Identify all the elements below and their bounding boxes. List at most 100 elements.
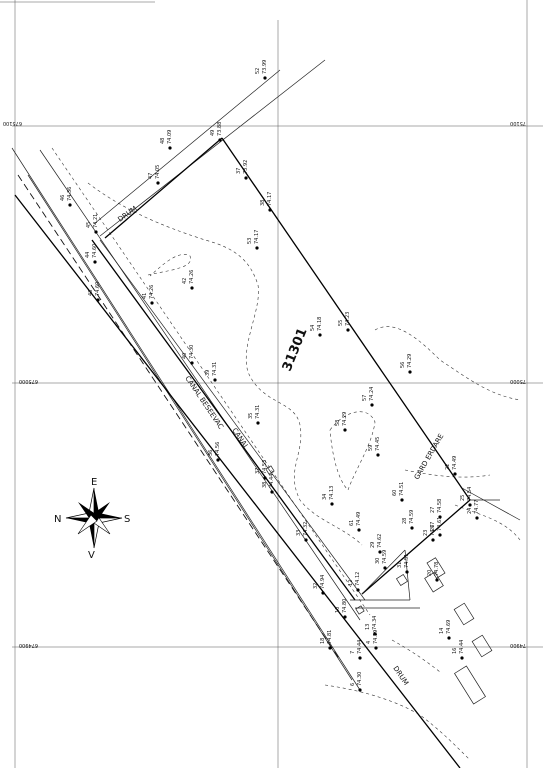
survey-point-id: 59 xyxy=(368,445,374,451)
survey-point-id: 27 xyxy=(430,507,436,513)
survey-point-id: 14 xyxy=(439,628,445,634)
survey-point-elevation: 74.44 xyxy=(459,640,465,654)
survey-point-elevation: 74.21 xyxy=(93,214,99,228)
survey-point-marker xyxy=(304,538,308,542)
survey-point-marker xyxy=(438,533,442,537)
survey-point-marker xyxy=(383,566,387,570)
survey-point-id: 29 xyxy=(370,542,376,548)
survey-point-id: 38 xyxy=(262,482,268,488)
survey-point-marker xyxy=(356,588,360,592)
survey-point-elevation: 74.94 xyxy=(320,575,326,589)
survey-point-marker xyxy=(370,403,374,407)
survey-point-id: 30 xyxy=(375,558,381,564)
survey-point-elevation: 74.60 xyxy=(92,244,98,258)
survey-point-marker xyxy=(358,688,362,692)
survey-point-id: 33 xyxy=(296,530,302,536)
survey-point-id: 13 xyxy=(365,624,371,630)
road-label-top: DRUM xyxy=(116,205,138,224)
survey-point-marker xyxy=(357,528,361,532)
survey-point-id: 48 xyxy=(160,138,166,144)
survey-point-marker xyxy=(150,301,154,305)
grid-label-y-top: 75100 xyxy=(510,120,526,126)
survey-point-elevation: 73.92 xyxy=(243,160,249,174)
grid-label-y-mid: 75000 xyxy=(510,378,526,384)
survey-point-marker xyxy=(270,490,274,494)
survey-point-marker xyxy=(431,538,435,542)
survey-point-elevation: 74.60 xyxy=(95,282,101,296)
survey-point-elevation: 74.24 xyxy=(369,387,375,401)
survey-point-id: 38 xyxy=(260,200,266,206)
survey-point-id: 32 xyxy=(313,583,319,589)
survey-point-id: 35 xyxy=(248,413,254,419)
survey-point-marker xyxy=(358,656,362,660)
survey-point-elevation: 74.77 xyxy=(430,522,436,536)
survey-point-id: 4 xyxy=(366,641,372,644)
survey-point-id: 53 xyxy=(247,238,253,244)
survey-point-marker xyxy=(410,526,414,530)
survey-point-id: 20 xyxy=(427,570,433,576)
survey-point-id: 44 xyxy=(85,252,91,258)
survey-point-id: 40 xyxy=(182,353,188,359)
survey-point-elevation: 74.80 xyxy=(342,599,348,613)
survey-point-id: 36 xyxy=(208,450,214,456)
parcel-id: 31301 xyxy=(280,326,311,374)
survey-point-marker xyxy=(96,298,100,302)
canal-and-road xyxy=(11,59,461,768)
survey-point-id: 54 xyxy=(310,325,316,331)
survey-point-id: 43 xyxy=(88,290,94,296)
survey-point-marker xyxy=(400,498,404,502)
survey-point-marker xyxy=(263,476,267,480)
survey-point-elevation: 74.49 xyxy=(452,456,458,470)
survey-point-elevation: 74.54 xyxy=(467,487,473,501)
survey-point-marker xyxy=(68,203,72,207)
survey-point-elevation: 74.09 xyxy=(167,130,173,144)
survey-point-id: 60 xyxy=(392,490,398,496)
survey-point-elevation: 74.58 xyxy=(437,499,443,513)
feature-labels: DRUM DRUM CANAL BESEEVAC CANAL GARD ERDA… xyxy=(116,205,445,687)
survey-point-id: 26 xyxy=(430,525,436,531)
survey-point-id: 61 xyxy=(349,520,355,526)
survey-point-elevation: 74.49 xyxy=(356,512,362,526)
survey-point-id: 46 xyxy=(60,195,66,201)
survey-point-elevation: 74.29 xyxy=(342,412,348,426)
survey-point-elevation: 74.31 xyxy=(255,405,261,419)
survey-point-marker xyxy=(318,333,322,337)
survey-point-elevation: 74.51 xyxy=(399,482,405,496)
survey-point-id: 28 xyxy=(402,518,408,524)
survey-point-elevation: 74.59 xyxy=(373,630,379,644)
survey-point-id: 45 xyxy=(86,222,92,228)
parcel-boundary xyxy=(221,137,521,601)
survey-point-elevation: 74.34 xyxy=(372,616,378,630)
survey-point-elevation: 74.44 xyxy=(357,640,363,654)
survey-point-elevation: 74.36 xyxy=(67,187,73,201)
survey-point-elevation: 74.26 xyxy=(189,270,195,284)
survey-point-elevation: 74.29 xyxy=(407,354,413,368)
grid-labels: 675100 675000 674900 75100 75000 74900 xyxy=(3,120,526,648)
